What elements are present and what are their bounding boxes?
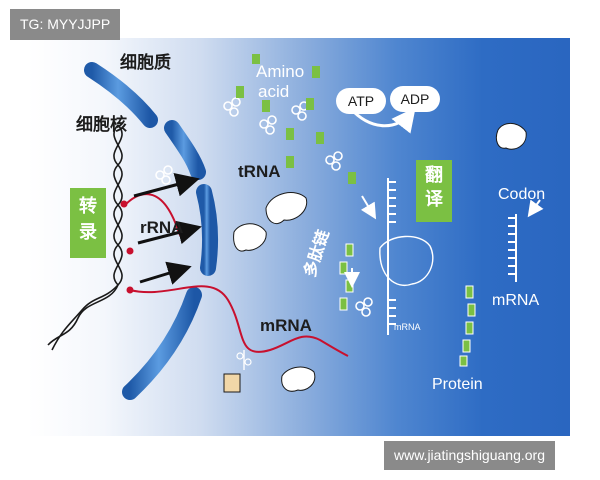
ribosomes	[233, 123, 527, 392]
translation-label: 翻译	[425, 165, 443, 210]
codon-label: Codon	[498, 186, 546, 203]
mrna-cap	[223, 350, 252, 393]
translation-box: 翻译	[416, 160, 452, 222]
transcription-box: 转录	[70, 188, 106, 258]
adp-label: ADP	[390, 86, 440, 112]
nucleus-label: 细胞核	[76, 115, 127, 135]
trna-label: tRNA	[238, 162, 281, 181]
dna-helix	[47, 124, 123, 351]
mrna-left-label: mRNA	[260, 316, 312, 335]
codon-arrow	[527, 199, 544, 218]
transcription-label: 转录	[79, 196, 97, 243]
cytoplasm-label: 细胞质	[120, 53, 171, 73]
nuclear-envelope	[84, 62, 219, 400]
watermark-tag: TG: MYYJJPP	[10, 9, 121, 40]
amino-acid-label-line2: acid	[258, 82, 290, 101]
mrna-small-label: mRNA	[394, 322, 421, 332]
mrna-strands	[387, 178, 517, 335]
trna-molecules	[155, 97, 373, 317]
website-watermark: www.jiatingshiguang.org	[384, 441, 555, 470]
trna-arrow	[360, 195, 377, 220]
amino-acid-label-line1: Amino	[256, 62, 305, 81]
amino-acids	[236, 54, 356, 184]
rrna-label: rRNA	[140, 218, 184, 237]
atp-label: ATP	[336, 88, 386, 114]
export-arrows	[133, 173, 202, 285]
protein-chain	[459, 285, 476, 367]
mrna-right-label: mRNA	[492, 292, 540, 309]
atp-adp-arrow	[348, 106, 416, 134]
protein-label: Protein	[432, 376, 483, 393]
